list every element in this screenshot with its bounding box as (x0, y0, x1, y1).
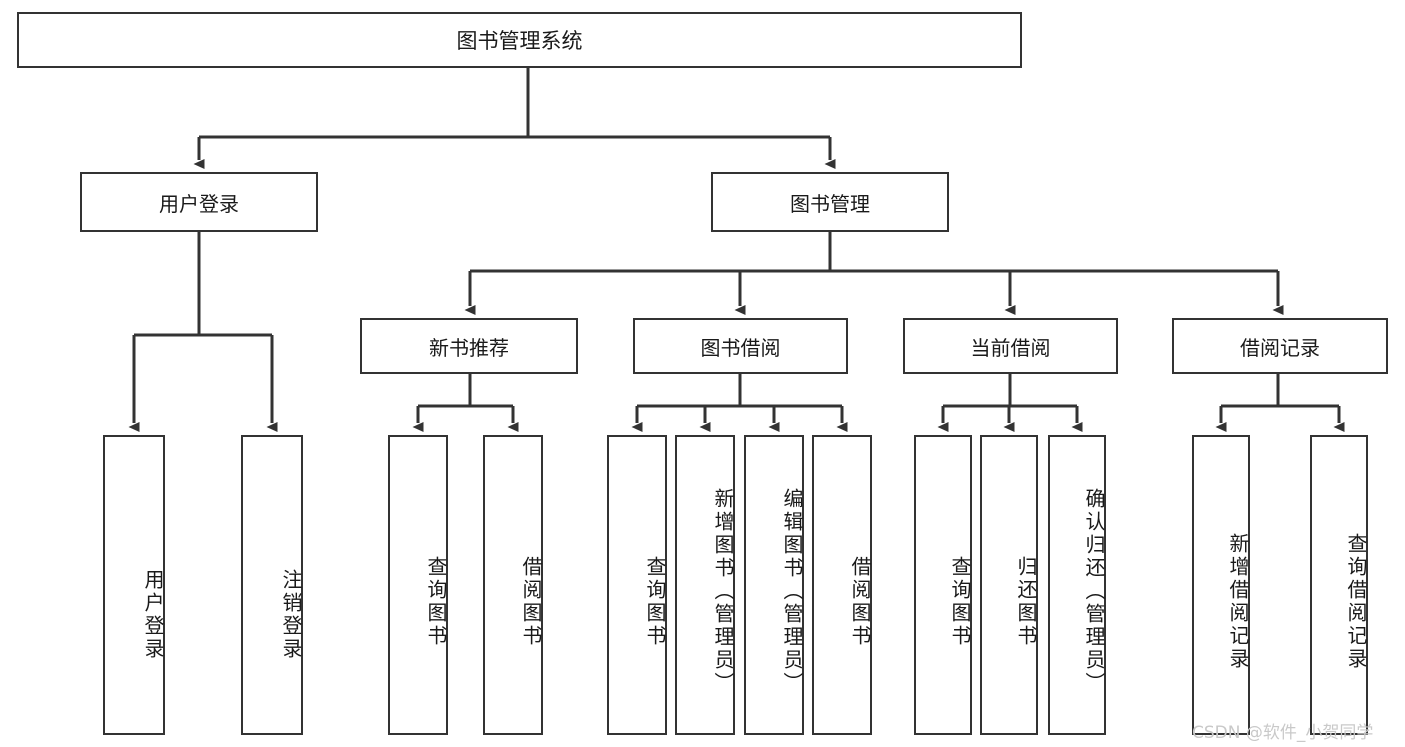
node-borrow-record[interactable]: 借阅记录 (1172, 318, 1388, 374)
node-leaf-query-book-current[interactable]: 查询图书 (914, 435, 972, 735)
node-user-login-label: 用户登录 (159, 191, 239, 216)
csdn-watermark: CSDN @软件_小贺同学 (1192, 723, 1374, 743)
node-leaf-edit-book-admin[interactable]: 编辑图书（管理员） (744, 435, 804, 735)
node-leaf-return-book[interactable]: 归还图书 (980, 435, 1038, 735)
node-leaf-query-borrow-record[interactable]: 查询借阅记录 (1310, 435, 1368, 735)
node-leaf-user-login[interactable]: 用户登录 (103, 435, 165, 735)
node-leaf-query-book-borrow[interactable]: 查询图书 (607, 435, 667, 735)
node-book-borrow-label: 图书借阅 (700, 335, 781, 360)
node-current-borrow[interactable]: 当前借阅 (903, 318, 1118, 374)
node-book-borrow[interactable]: 图书借阅 (633, 318, 848, 374)
node-leaf-borrow-book-recommend[interactable]: 借阅图书 (483, 435, 543, 735)
node-leaf-query-book-recommend[interactable]: 查询图书 (388, 435, 448, 735)
node-root[interactable]: 图书管理系统 (17, 12, 1022, 68)
node-current-borrow-label: 当前借阅 (970, 335, 1051, 360)
node-leaf-borrow-book[interactable]: 借阅图书 (812, 435, 872, 735)
node-leaf-user-logout[interactable]: 注销登录 (241, 435, 303, 735)
node-leaf-add-borrow-record[interactable]: 新增借阅记录 (1192, 435, 1250, 735)
node-book-manage[interactable]: 图书管理 (711, 172, 949, 232)
node-leaf-confirm-return-admin[interactable]: 确认归还（管理员） (1048, 435, 1106, 735)
node-book-manage-label: 图书管理 (790, 191, 870, 216)
node-borrow-record-label: 借阅记录 (1240, 335, 1320, 360)
node-new-book-recommend-label: 新书推荐 (429, 335, 509, 360)
node-root-label: 图书管理系统 (456, 29, 583, 53)
node-user-login[interactable]: 用户登录 (80, 172, 318, 232)
node-new-book-recommend[interactable]: 新书推荐 (360, 318, 578, 374)
node-leaf-add-book-admin[interactable]: 新增图书（管理员） (675, 435, 735, 735)
